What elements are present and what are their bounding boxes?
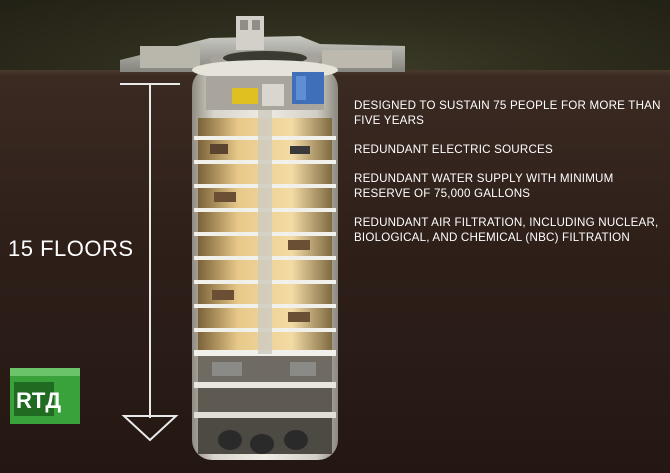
fact-water: REDUNDANT WATER SUPPLY WITH MINIMUM RESE…	[354, 172, 614, 200]
floors-height-arrow	[120, 83, 180, 442]
fact-air-filtration: REDUNDANT AIR FILTRATION, INCLUDING NUCL…	[354, 216, 659, 244]
feature-list: DESIGNED TO SUSTAIN 75 PEOPLE FOR MORE T…	[354, 98, 666, 259]
silo-floors	[194, 110, 336, 454]
rt-logo-mark: RTД	[10, 368, 80, 424]
fact-electric: REDUNDANT ELECTRIC SOURCES	[354, 143, 553, 156]
rt-logo-text: RTД	[16, 388, 61, 413]
top-equipment	[206, 72, 324, 110]
rt-logo: RTД	[10, 368, 80, 424]
floors-count-label: 15 FLOORS	[8, 236, 134, 261]
ground-surface	[0, 70, 670, 76]
fact-capacity: DESIGNED TO SUSTAIN 75 PEOPLE FOR MORE T…	[354, 99, 661, 127]
